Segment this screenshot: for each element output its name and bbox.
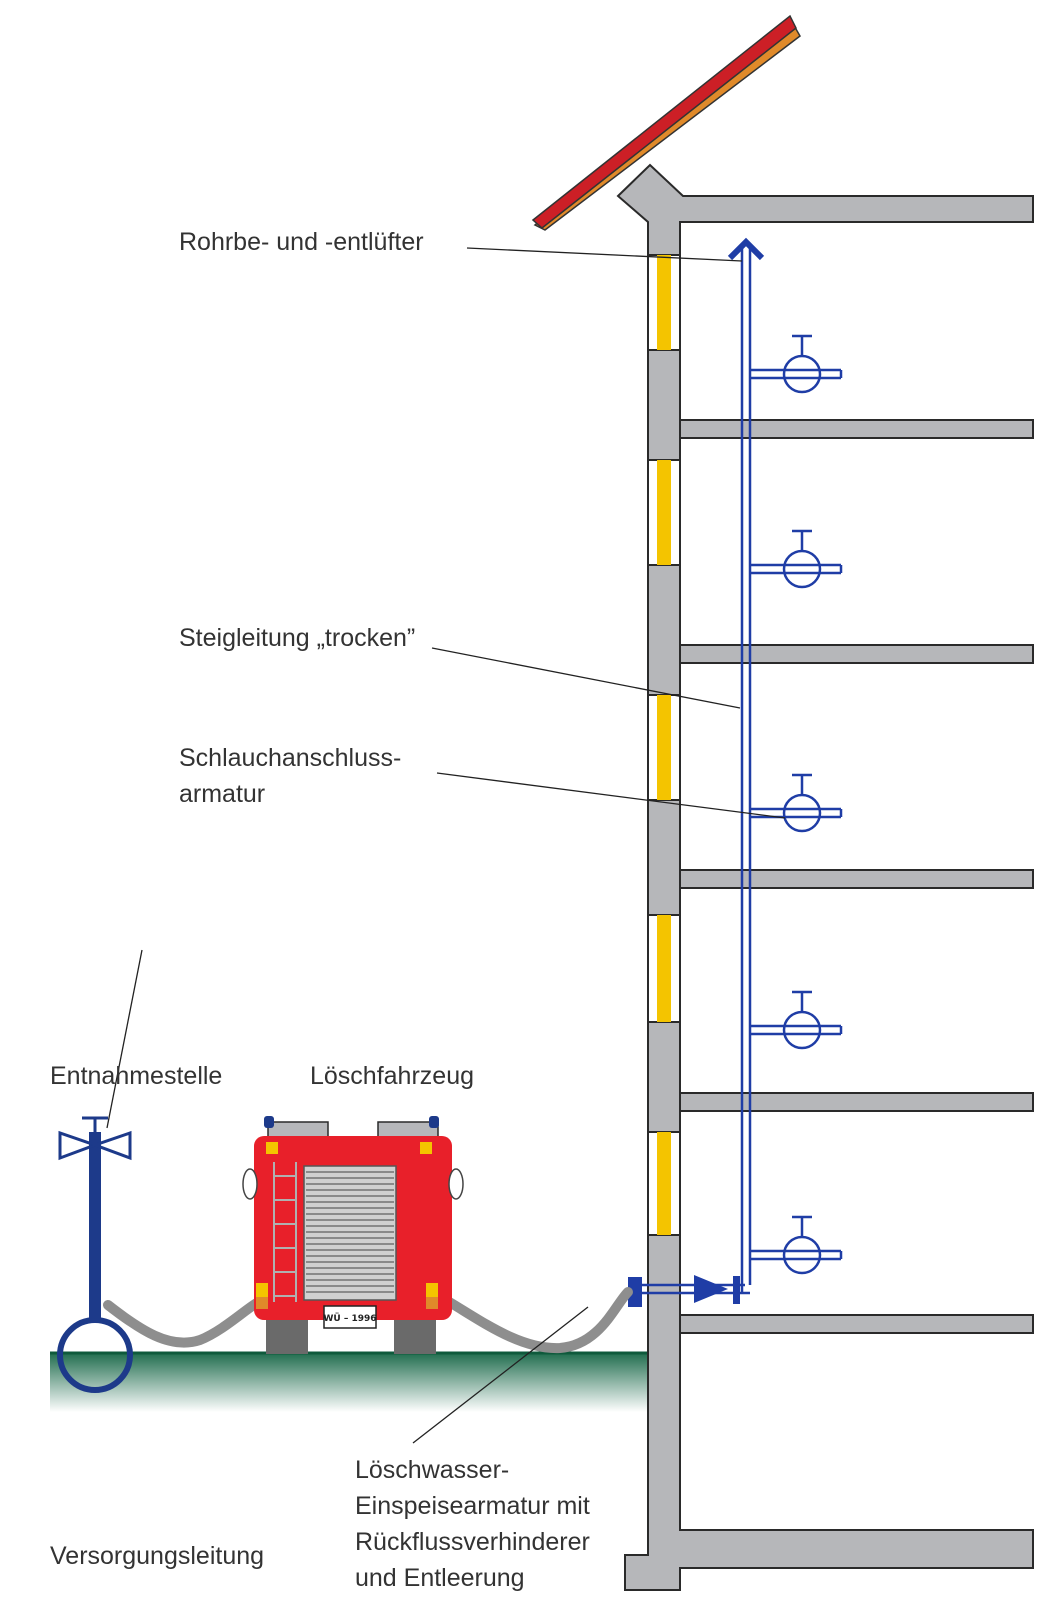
leader-line-schlauch [436, 772, 786, 819]
hose-valve-icon [750, 773, 843, 833]
hose-valves [750, 334, 843, 1275]
truck-mirror [448, 1168, 464, 1200]
floor-slab [679, 1092, 1034, 1112]
label-steigleitung-trocken: Steigleitung „trocken” [179, 624, 415, 652]
roof [531, 14, 801, 231]
license-plate [323, 1305, 377, 1329]
label-einspeisearmatur-line-4: und Entleerung [355, 1564, 525, 1592]
label-rohrbe-und-entluefter: Rohrbe- und -entlüfter [179, 228, 424, 256]
label-schlauchanschlussarmatur-line-2: armatur [179, 780, 265, 808]
air-vent-icon [727, 237, 765, 261]
hose-valve-icon [750, 990, 843, 1050]
inlet-coupling [628, 1277, 642, 1307]
windows [647, 254, 681, 1236]
truck-light [426, 1297, 438, 1309]
wall-pier [647, 799, 681, 916]
floor-slab [679, 1314, 1034, 1334]
hydrant-icon [57, 1116, 133, 1393]
ground [50, 1352, 650, 1412]
leader-line-einspeise [412, 1306, 589, 1444]
roof-support [616, 163, 1034, 256]
leader-line-rohrbe [466, 247, 743, 262]
label-entnahmestelle: Entnahmestelle [50, 1062, 222, 1090]
truck-light [266, 1142, 278, 1154]
hoses [103, 1287, 633, 1354]
hose-valve-icon [750, 1215, 843, 1275]
wall-pier [647, 564, 681, 696]
hose-valve-icon [750, 529, 843, 589]
wall-pier [647, 349, 681, 461]
leader-line-entnahme [106, 949, 143, 1129]
label-einspeisearmatur-line-1: Löschwasser- [355, 1456, 509, 1484]
label-schlauchanschlussarmatur-line-1: Schlauchanschluss- [179, 744, 401, 772]
label-loeschfahrzeug: Löschfahrzeug [310, 1062, 474, 1090]
hose-valve-icon [750, 334, 843, 394]
leader-lines [106, 247, 786, 1444]
license-plate-text: WÜ – 1996 [323, 1313, 376, 1324]
label-versorgungsleitung: Versorgungsleitung [50, 1542, 264, 1570]
truck-mirror [242, 1168, 258, 1200]
truck-wheel [394, 1318, 436, 1354]
floor-slab [679, 419, 1034, 439]
floor-slab [679, 644, 1034, 664]
floor-slab [679, 869, 1034, 889]
feed-inlet [628, 1275, 750, 1307]
wall-pier [647, 1021, 681, 1133]
fire-truck-icon: WÜ – 1996 [242, 1116, 464, 1354]
label-einspeisearmatur-line-2: Einspeisearmatur mit [355, 1492, 590, 1520]
basement-wall [624, 1234, 1034, 1591]
truck-light [420, 1142, 432, 1154]
building [616, 163, 1034, 1591]
truck-wheel [266, 1318, 308, 1354]
label-einspeisearmatur-line-3: Rückflussverhinderer [355, 1528, 590, 1556]
truck-light [256, 1283, 268, 1297]
truck-light [426, 1283, 438, 1297]
roller-shutter [306, 1171, 394, 1293]
check-valve-icon [694, 1275, 728, 1303]
dry-riser-pipe [740, 248, 752, 1285]
truck-light [256, 1297, 268, 1309]
leader-line-steigleitung [431, 647, 741, 709]
truck-ladder [273, 1162, 297, 1302]
